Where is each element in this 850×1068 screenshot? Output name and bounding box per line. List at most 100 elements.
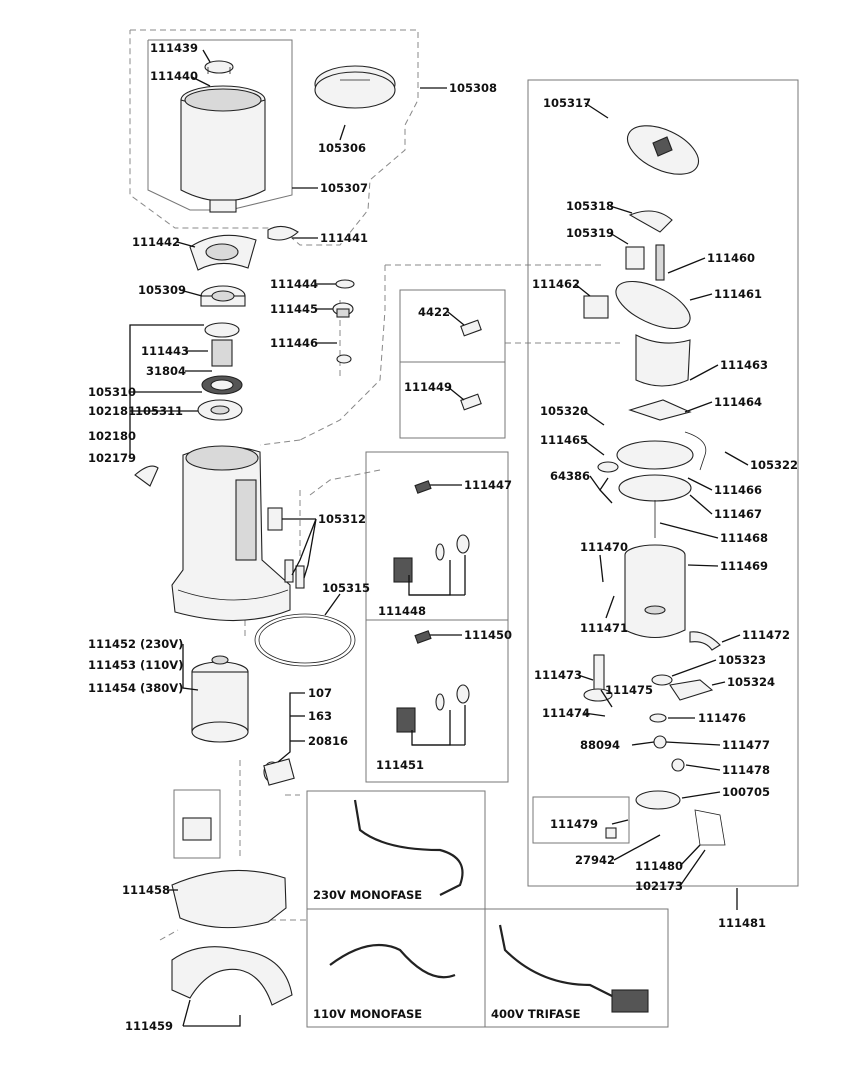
main-dashed-connectors <box>159 264 620 941</box>
label-105322: 105322 <box>750 458 798 472</box>
label-111464: 111464 <box>714 395 762 409</box>
label-111466: 111466 <box>714 483 762 497</box>
base-plate <box>171 869 287 929</box>
label-111471: 111471 <box>580 621 628 635</box>
cable-captions: 230V MONOFASE 110V MONOFASE 400V TRIFASE <box>313 888 581 1021</box>
caption-110v: 110V MONOFASE <box>313 1007 422 1021</box>
part-labels: 111439 111440 105308 105306 105307 11144… <box>88 41 798 1033</box>
switch-boxes <box>365 289 509 783</box>
hopper-lid-knob <box>204 60 234 74</box>
cable-boxes <box>306 790 669 1028</box>
label-111449: 111449 <box>404 380 452 394</box>
grinder-group-frame <box>527 79 799 887</box>
label-111477: 111477 <box>722 738 770 752</box>
label-111458: 111458 <box>122 883 170 897</box>
label-105309: 105309 <box>138 283 186 297</box>
label-111450: 111450 <box>464 628 512 642</box>
label-111467: 111467 <box>714 507 762 521</box>
label-111447: 111447 <box>464 478 512 492</box>
label-111440: 111440 <box>150 69 198 83</box>
dispenser-housing <box>583 280 691 387</box>
label-111463: 111463 <box>720 358 768 372</box>
burr-stack <box>197 322 243 421</box>
label-102180: 102180 <box>88 429 136 443</box>
label-111479: 111479 <box>550 817 598 831</box>
label-111462: 111462 <box>532 277 580 291</box>
label-111441: 111441 <box>320 231 368 245</box>
label-105312: 105312 <box>318 512 366 526</box>
label-27942: 27942 <box>575 853 615 867</box>
label-111451: 111451 <box>376 758 424 772</box>
grind-adjust-ring <box>189 234 257 271</box>
label-111443: 111443 <box>141 344 189 358</box>
label-111476: 111476 <box>698 711 746 725</box>
label-111453: 111453 (110V) <box>88 658 183 672</box>
label-102173: 102173 <box>635 879 683 893</box>
hopper <box>180 85 266 213</box>
label-105324: 105324 <box>727 675 775 689</box>
small-rings <box>332 279 355 364</box>
label-111465: 111465 <box>540 433 588 447</box>
base-gasket <box>254 613 356 667</box>
label-20816: 20816 <box>308 734 348 748</box>
label-105323: 105323 <box>718 653 766 667</box>
label-105308: 105308 <box>449 81 497 95</box>
capacitor <box>263 758 295 786</box>
switches <box>393 319 482 733</box>
hopper-lid <box>314 65 396 109</box>
label-111478: 111478 <box>722 763 770 777</box>
label-102179: 102179 <box>88 451 136 465</box>
label-111481: 111481 <box>718 916 766 930</box>
label-102181: 102181 <box>88 404 136 418</box>
cables <box>329 799 649 1013</box>
label-105307: 105307 <box>320 181 368 195</box>
foot <box>171 946 293 1006</box>
chute-parts <box>625 210 673 281</box>
label-111461: 111461 <box>714 287 762 301</box>
label-111470: 111470 <box>580 540 628 554</box>
label-107: 107 <box>308 686 332 700</box>
label-111469: 111469 <box>720 559 768 573</box>
label-105306: 105306 <box>318 141 366 155</box>
doser-housing <box>624 544 686 638</box>
label-64386: 64386 <box>550 469 590 483</box>
caption-400v: 400V TRIFASE <box>491 1007 581 1021</box>
grinder-body <box>134 445 291 622</box>
label-111454: 111454 (380V) <box>88 681 183 695</box>
top-cover <box>626 125 700 175</box>
label-111439: 111439 <box>150 41 198 55</box>
label-111459: 111459 <box>125 1019 173 1033</box>
label-111452: 111452 (230V) <box>88 637 183 651</box>
label-31804: 31804 <box>146 364 186 378</box>
label-111448: 111448 <box>378 604 426 618</box>
label-111475: 111475 <box>605 683 653 697</box>
label-88094: 88094 <box>580 738 620 752</box>
label-111460: 111460 <box>707 251 755 265</box>
label-105318: 105318 <box>566 199 614 213</box>
label-111473: 111473 <box>534 668 582 682</box>
hopper-group-frame <box>129 29 419 246</box>
relay <box>173 789 221 859</box>
label-111445: 111445 <box>270 302 318 316</box>
label-111480: 111480 <box>635 859 683 873</box>
label-4422: 4422 <box>418 305 450 319</box>
adjust-collar <box>200 285 246 307</box>
label-111468: 111468 <box>720 531 768 545</box>
label-105320: 105320 <box>540 404 588 418</box>
caption-230v: 230V MONOFASE <box>313 888 422 902</box>
lever-assembly <box>583 631 726 846</box>
label-105310: 105310 <box>88 385 136 399</box>
label-105311: 105311 <box>135 404 183 418</box>
label-105317: 105317 <box>543 96 591 110</box>
rotor-discs <box>597 399 707 538</box>
label-105319: 105319 <box>566 226 614 240</box>
motor <box>191 655 249 743</box>
label-111446: 111446 <box>270 336 318 350</box>
label-111444: 111444 <box>270 277 318 291</box>
hopper-gate <box>267 225 299 241</box>
label-105315: 105315 <box>322 581 370 595</box>
leader-lines <box>129 49 749 1027</box>
label-163: 163 <box>308 709 332 723</box>
label-111474: 111474 <box>542 706 590 720</box>
